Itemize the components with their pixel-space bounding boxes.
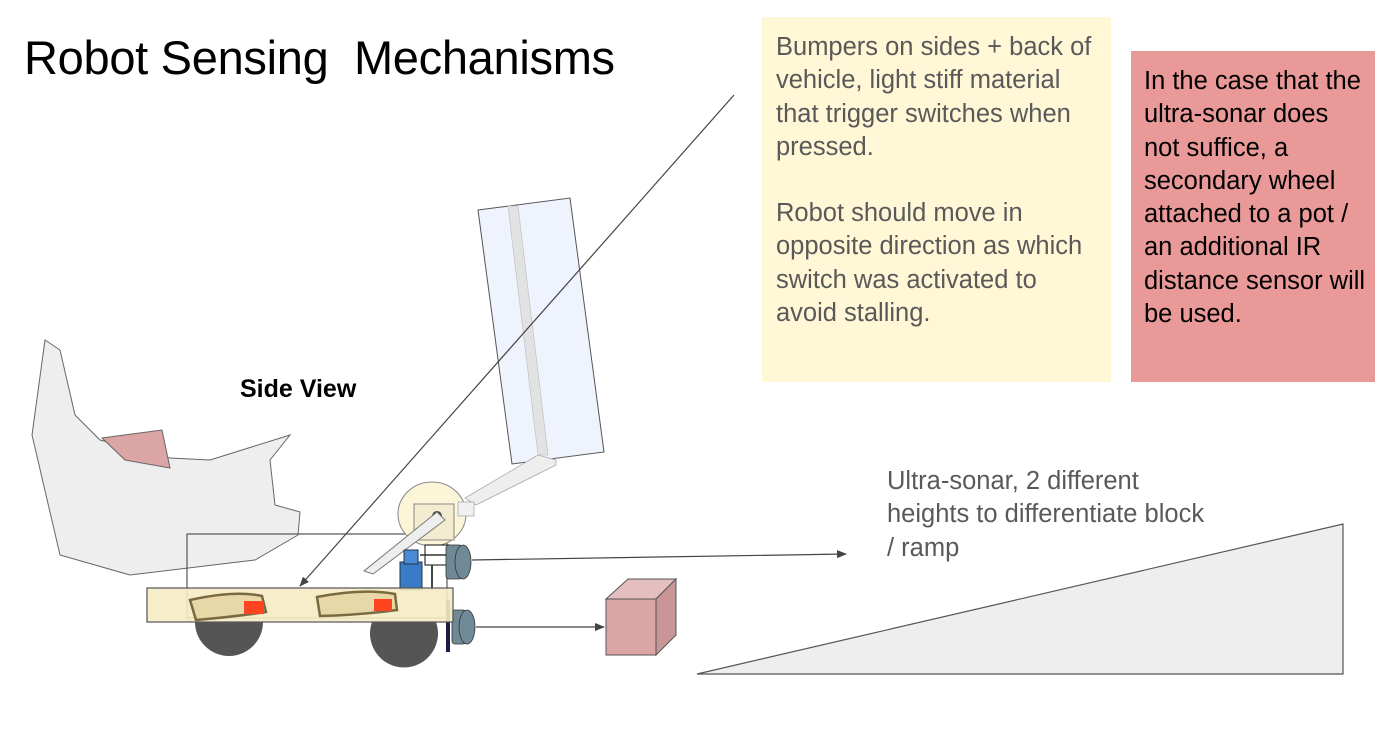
arm-linkage <box>464 454 557 506</box>
arm-panel-rod <box>507 205 549 456</box>
servo-motor <box>399 561 423 591</box>
bumper-note-paragraph-2: Robot should move in opposite direction … <box>776 199 1083 328</box>
robot-body-accent <box>100 429 171 469</box>
ultrasonar-note: Ultra-sonar, 2 different heights to diff… <box>887 467 1205 562</box>
side-view-label: Side View <box>240 375 357 403</box>
bumper-switch-front <box>374 599 392 611</box>
ultrasonic-sensor-upper <box>454 544 472 580</box>
lever-arm <box>362 511 446 575</box>
ultrasonic-sensor-lower <box>458 609 476 645</box>
wheel-rear <box>195 622 263 656</box>
bumper-switch-rear <box>244 601 264 614</box>
sonar-beam-upper <box>471 550 847 561</box>
servo-motor-top <box>403 549 419 565</box>
block-front <box>605 598 657 656</box>
bumper-note-paragraph-1: Bumpers on sides + back of vehicle, ligh… <box>776 33 1092 161</box>
arm-bracket <box>457 501 475 517</box>
bumper-note: Bumpers on sides + back of vehicle, ligh… <box>762 17 1111 382</box>
ramp <box>696 523 1344 675</box>
arm-panel <box>477 197 605 465</box>
fallback-sensor-note: In the case that the ultra-sonar does no… <box>1131 51 1375 382</box>
bumper-pointer-arrow <box>299 94 735 587</box>
slide-title: Robot Sensing Mechanisms <box>24 31 615 84</box>
wheel-front <box>369 622 438 668</box>
